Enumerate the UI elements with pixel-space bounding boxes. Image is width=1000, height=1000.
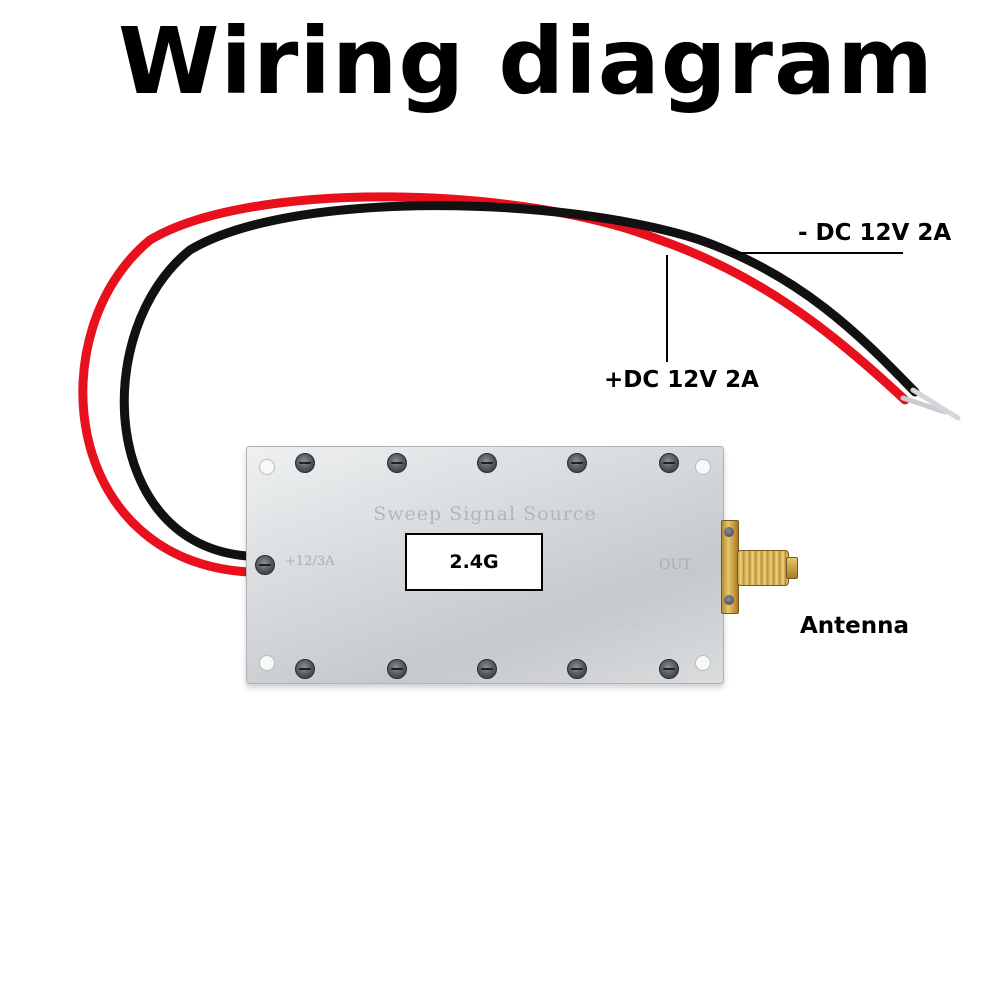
screw-icon [477,659,497,679]
wire-tip-positive [900,395,948,415]
antenna-label: Antenna [800,613,910,639]
screw-icon [295,453,315,473]
signal-module: Sweep Signal Source 2.4G +12/3A OUT ~ ~ … [246,446,724,684]
screw-icon [724,595,734,605]
page-title: Wiring diagram [118,8,934,115]
module-title: Sweep Signal Source [373,503,597,525]
input-port-label: +12/3A [285,554,335,569]
mount-hole [259,459,275,475]
mount-hole [695,655,711,671]
sma-connector-tip [786,557,798,579]
negative-label: - DC 12V 2A [798,220,952,246]
positive-label: +DC 12V 2A [604,367,759,393]
screw-icon [567,453,587,473]
negative-wire [119,201,920,561]
screw-icon [724,527,734,537]
screw-icon [255,555,275,575]
positive-wire [78,192,910,577]
screw-icon [567,659,587,679]
screw-icon [387,453,407,473]
wire-tip-negative [910,387,961,421]
frequency-label: 2.4G [405,533,543,591]
mount-hole [695,459,711,475]
screw-icon [659,659,679,679]
brand-logo: ~ ~ ~ ~ [567,615,645,636]
sma-connector-body [737,550,789,586]
screw-icon [387,659,407,679]
screw-icon [477,453,497,473]
screw-icon [295,659,315,679]
mount-hole [259,655,275,671]
screw-icon [659,453,679,473]
output-port-label: OUT [659,557,692,573]
